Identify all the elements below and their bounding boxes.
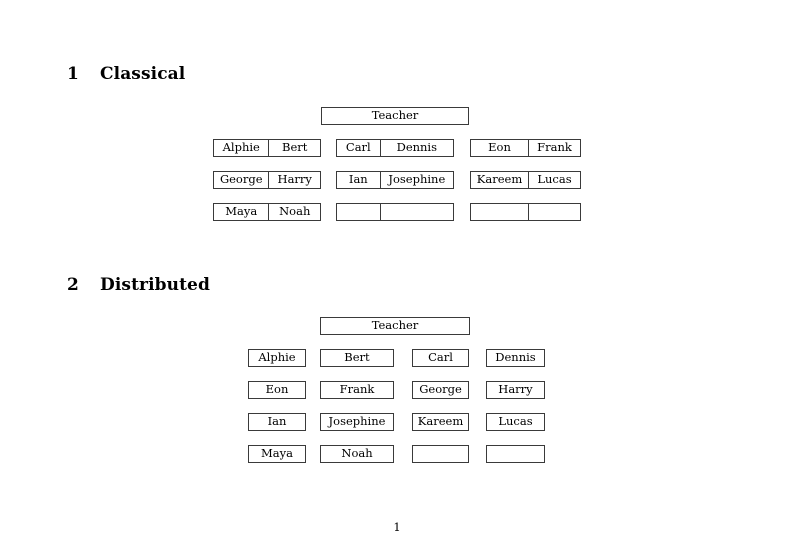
student-pair-box-empty	[470, 203, 581, 221]
student-cell: Lucas	[528, 172, 580, 188]
student-cell	[528, 204, 580, 220]
teacher-box-classical: Teacher	[321, 107, 469, 125]
student-box-empty	[412, 445, 469, 463]
student-pair-box: Ian Josephine	[336, 171, 454, 189]
student-cell: Maya	[225, 204, 258, 219]
student-cell: Alphie	[222, 140, 260, 155]
student-box-empty	[486, 445, 545, 463]
student-box: Maya	[248, 445, 306, 463]
student-box: Alphie	[248, 349, 306, 367]
student-box: Dennis	[486, 349, 545, 367]
student-box: Frank	[320, 381, 394, 399]
student-cell: Harry	[268, 172, 320, 188]
page-number: 1	[393, 520, 401, 534]
student-box: Noah	[320, 445, 394, 463]
teacher-box-distributed: Teacher	[320, 317, 470, 335]
section-heading-distributed: 2 Distributed	[67, 275, 210, 295]
student-cell: Bert	[268, 140, 320, 156]
student-box: George	[412, 381, 469, 399]
student-box: Lucas	[486, 413, 545, 431]
student-pair-box: Maya Noah	[213, 203, 321, 221]
student-pair-box: Carl Dennis	[336, 139, 454, 157]
student-cell: Noah	[268, 204, 320, 220]
student-pair-box: George Harry	[213, 171, 321, 189]
student-pair-box-empty	[336, 203, 454, 221]
section-number: 2	[67, 275, 79, 295]
student-cell	[379, 204, 453, 220]
student-box: Eon	[248, 381, 306, 399]
student-box: Kareem	[412, 413, 469, 431]
student-box: Carl	[412, 349, 469, 367]
student-cell: Josephine	[379, 172, 453, 188]
student-box: Josephine	[320, 413, 394, 431]
section-title: Classical	[100, 64, 186, 84]
student-box: Bert	[320, 349, 394, 367]
student-cell: Eon	[488, 140, 511, 155]
student-cell: Dennis	[379, 140, 453, 156]
section-number: 1	[67, 64, 79, 84]
student-cell	[337, 204, 380, 220]
section-title: Distributed	[100, 275, 210, 295]
student-cell: Ian	[348, 172, 368, 187]
student-cell: Carl	[345, 140, 371, 155]
student-cell: Kareem	[476, 172, 523, 187]
student-pair-box: Alphie Bert	[213, 139, 321, 157]
student-pair-box: Kareem Lucas	[470, 171, 581, 189]
student-cell: George	[219, 172, 263, 187]
student-cell	[471, 204, 528, 220]
student-box: Harry	[486, 381, 545, 399]
student-box: Ian	[248, 413, 306, 431]
student-pair-box: Eon Frank	[470, 139, 581, 157]
section-heading-classical: 1 Classical	[67, 64, 185, 84]
student-cell: Frank	[528, 140, 580, 156]
